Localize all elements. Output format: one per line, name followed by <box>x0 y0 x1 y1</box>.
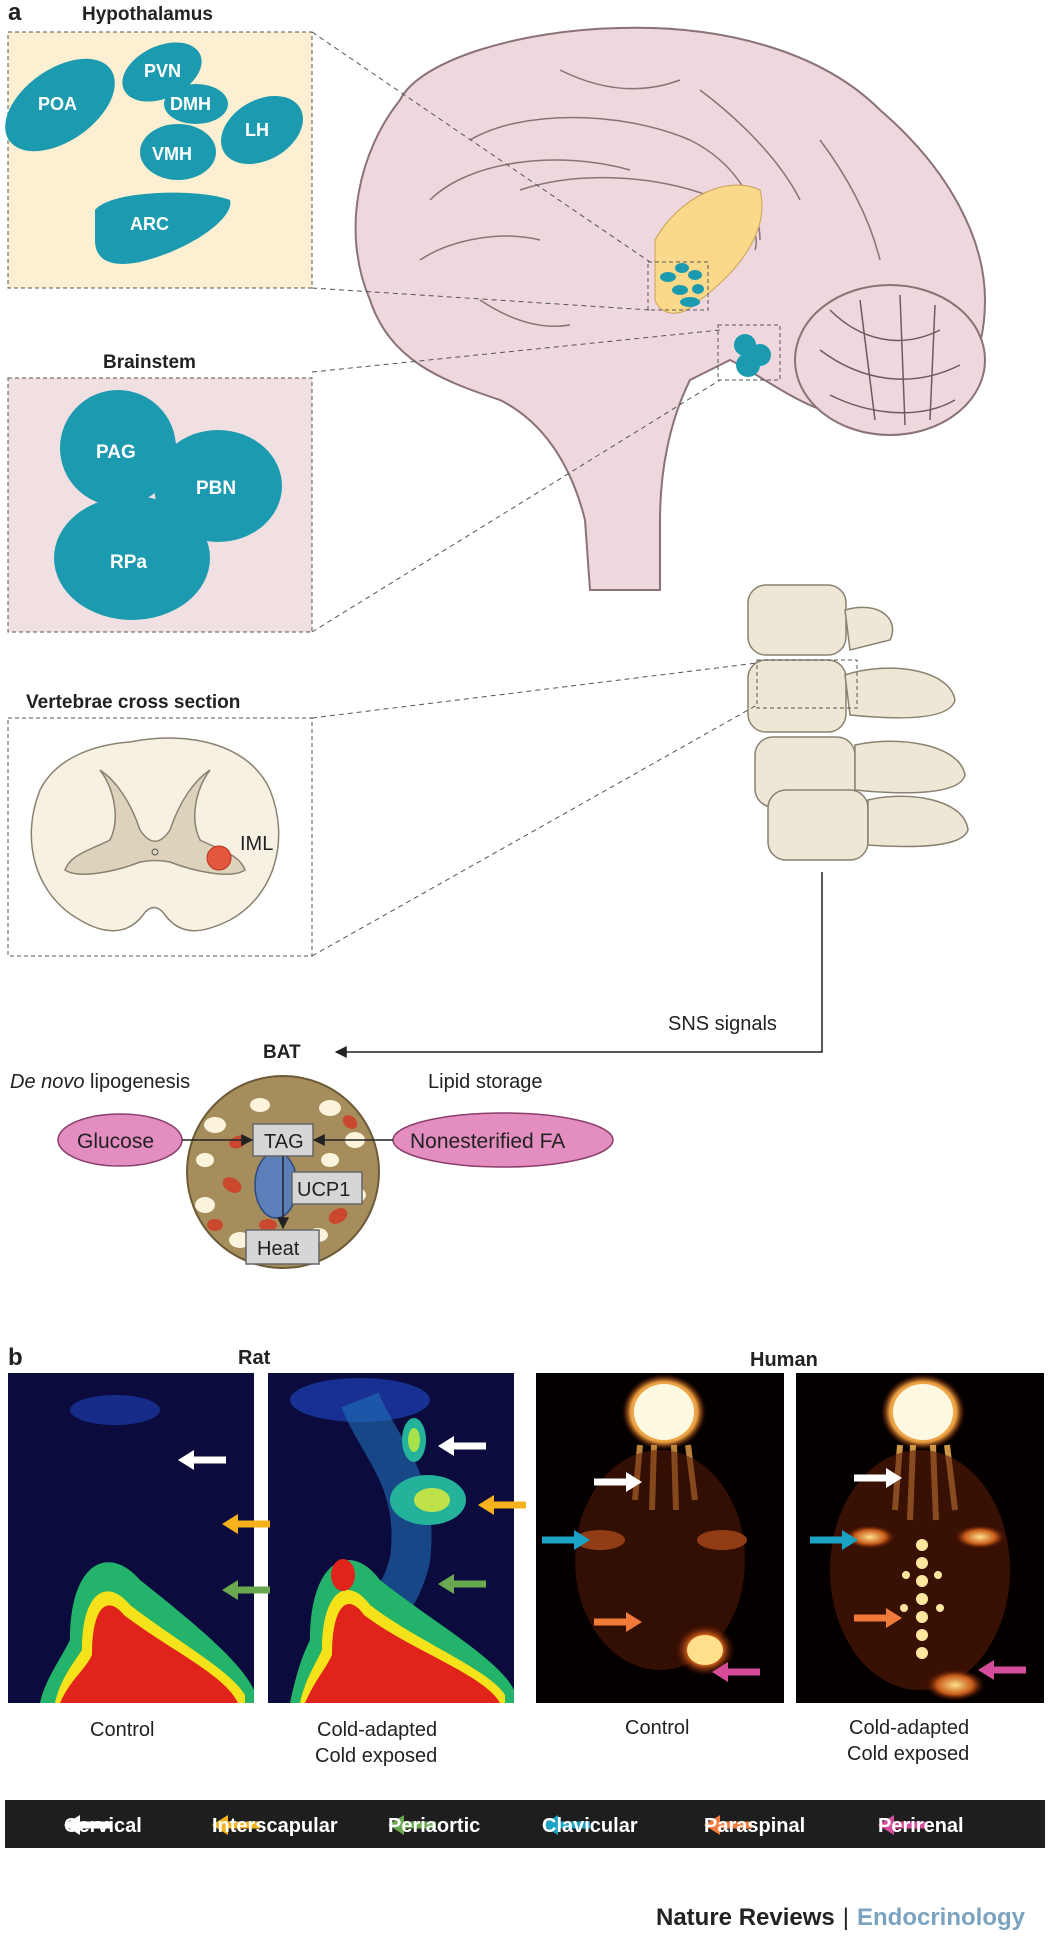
rat-control-caption: Control <box>90 1719 154 1741</box>
vertebrae-inset: Vertebrae cross section IML <box>7 692 313 957</box>
arrow-interscapular-1 <box>222 1514 270 1534</box>
lipid-storage-label: Lipid storage <box>428 1071 543 1093</box>
legend-arrow-clavicular <box>542 1815 590 1835</box>
arrow-perirenal-9 <box>712 1662 760 1682</box>
de-novo-lipogenesis-label: De novo lipogenesis <box>10 1071 190 1093</box>
legend-label-cervical: Cervical <box>64 1815 142 1837</box>
panel-b-letter: b <box>8 1344 23 1371</box>
nefa-label: Nonesterified FA <box>410 1130 565 1153</box>
region-dmh: DMH <box>170 94 211 114</box>
rat-title: Rat <box>238 1347 271 1369</box>
panel-a-letter: a <box>8 0 22 26</box>
region-arc: ARC <box>130 214 169 234</box>
legend-label-perirenal: Perirenal <box>878 1815 964 1837</box>
arrow-paraspinal-8 <box>594 1612 642 1632</box>
human-cold-caption-2: Cold exposed <box>847 1743 969 1765</box>
footer-journal: Nature Reviews|Endocrinology <box>656 1904 1026 1931</box>
rat-cold-caption-1: Cold-adapted <box>317 1719 437 1741</box>
rat-control-image <box>8 1373 254 1703</box>
legend-label-paraspinal: Paraspinal <box>704 1815 805 1837</box>
arrow-perirenal-13 <box>978 1660 1026 1680</box>
region-iml: IML <box>240 833 273 855</box>
human-control-caption: Control <box>625 1717 689 1739</box>
arrow-periaortic-2 <box>222 1580 270 1600</box>
ucp1-box <box>291 1171 363 1205</box>
arrow-periaortic-5 <box>438 1574 486 1594</box>
region-lh: LH <box>245 120 269 140</box>
region-pvn: PVN <box>144 61 181 81</box>
rat-cold-image <box>268 1373 514 1703</box>
legend-arrow-paraspinal <box>704 1815 752 1835</box>
region-vmh: VMH <box>152 144 192 164</box>
image-arrows <box>178 1436 1026 1682</box>
hypothalamus-title: Hypothalamus <box>82 4 213 25</box>
arrow-interscapular-4 <box>478 1495 526 1515</box>
tag-label: TAG <box>264 1131 304 1153</box>
arrow-clavicular-7 <box>542 1530 590 1550</box>
arrow-cervical-10 <box>854 1468 902 1488</box>
ucp1-label: UCP1 <box>297 1179 350 1201</box>
arrow-cervical-0 <box>178 1450 226 1470</box>
legend-label-periaortic: Periaortic <box>388 1815 480 1837</box>
arrow-clavicular-11 <box>810 1530 858 1550</box>
glucose-label: Glucose <box>77 1130 154 1153</box>
brain-illustration <box>354 26 987 591</box>
legend-label-clavicular: Clavicular <box>542 1815 638 1837</box>
vertebrae-title: Vertebrae cross section <box>26 692 240 713</box>
brainstem-inset: Brainstem PAG PBN RPa <box>7 352 313 633</box>
arrow-cervical-6 <box>594 1472 642 1492</box>
human-cold-caption-1: Cold-adapted <box>849 1717 969 1739</box>
arrow-paraspinal-12 <box>854 1608 902 1628</box>
rat-cold-caption-2: Cold exposed <box>315 1745 437 1767</box>
region-poa: POA <box>38 94 77 114</box>
bat-label: BAT <box>263 1042 301 1063</box>
region-pag: PAG <box>96 442 136 463</box>
legend-arrow-interscapular <box>212 1815 260 1835</box>
legend-bar <box>5 1800 1045 1848</box>
vertebrae-illustration <box>747 584 969 861</box>
sns-pathway: SNS signals BAT <box>263 872 823 1063</box>
legend-arrow-periaortic <box>388 1815 436 1835</box>
legend-label-interscapular: Interscapular <box>212 1815 338 1837</box>
bat-schematic: De novo lipogenesis Lipid storage TAG UC… <box>10 1071 614 1269</box>
hypothalamus-inset: Hypothalamus POA PVN DMH LH VMH ARC <box>5 4 313 289</box>
legend-arrow-cervical <box>64 1815 112 1835</box>
heat-box <box>245 1229 320 1265</box>
legend-items: Cervical Interscapular Periaortic Clavicula… <box>64 1815 964 1837</box>
connector-lines <box>311 31 758 957</box>
human-title: Human <box>750 1349 818 1371</box>
sns-signals-label: SNS signals <box>668 1013 777 1035</box>
region-pbn: PBN <box>196 478 236 499</box>
heat-label: Heat <box>257 1238 300 1260</box>
tag-box <box>252 1123 314 1157</box>
arrow-cervical-3 <box>438 1436 486 1456</box>
brainstem-title: Brainstem <box>103 352 196 373</box>
region-rpa: RPa <box>110 552 147 573</box>
legend-arrow-perirenal <box>878 1815 926 1835</box>
